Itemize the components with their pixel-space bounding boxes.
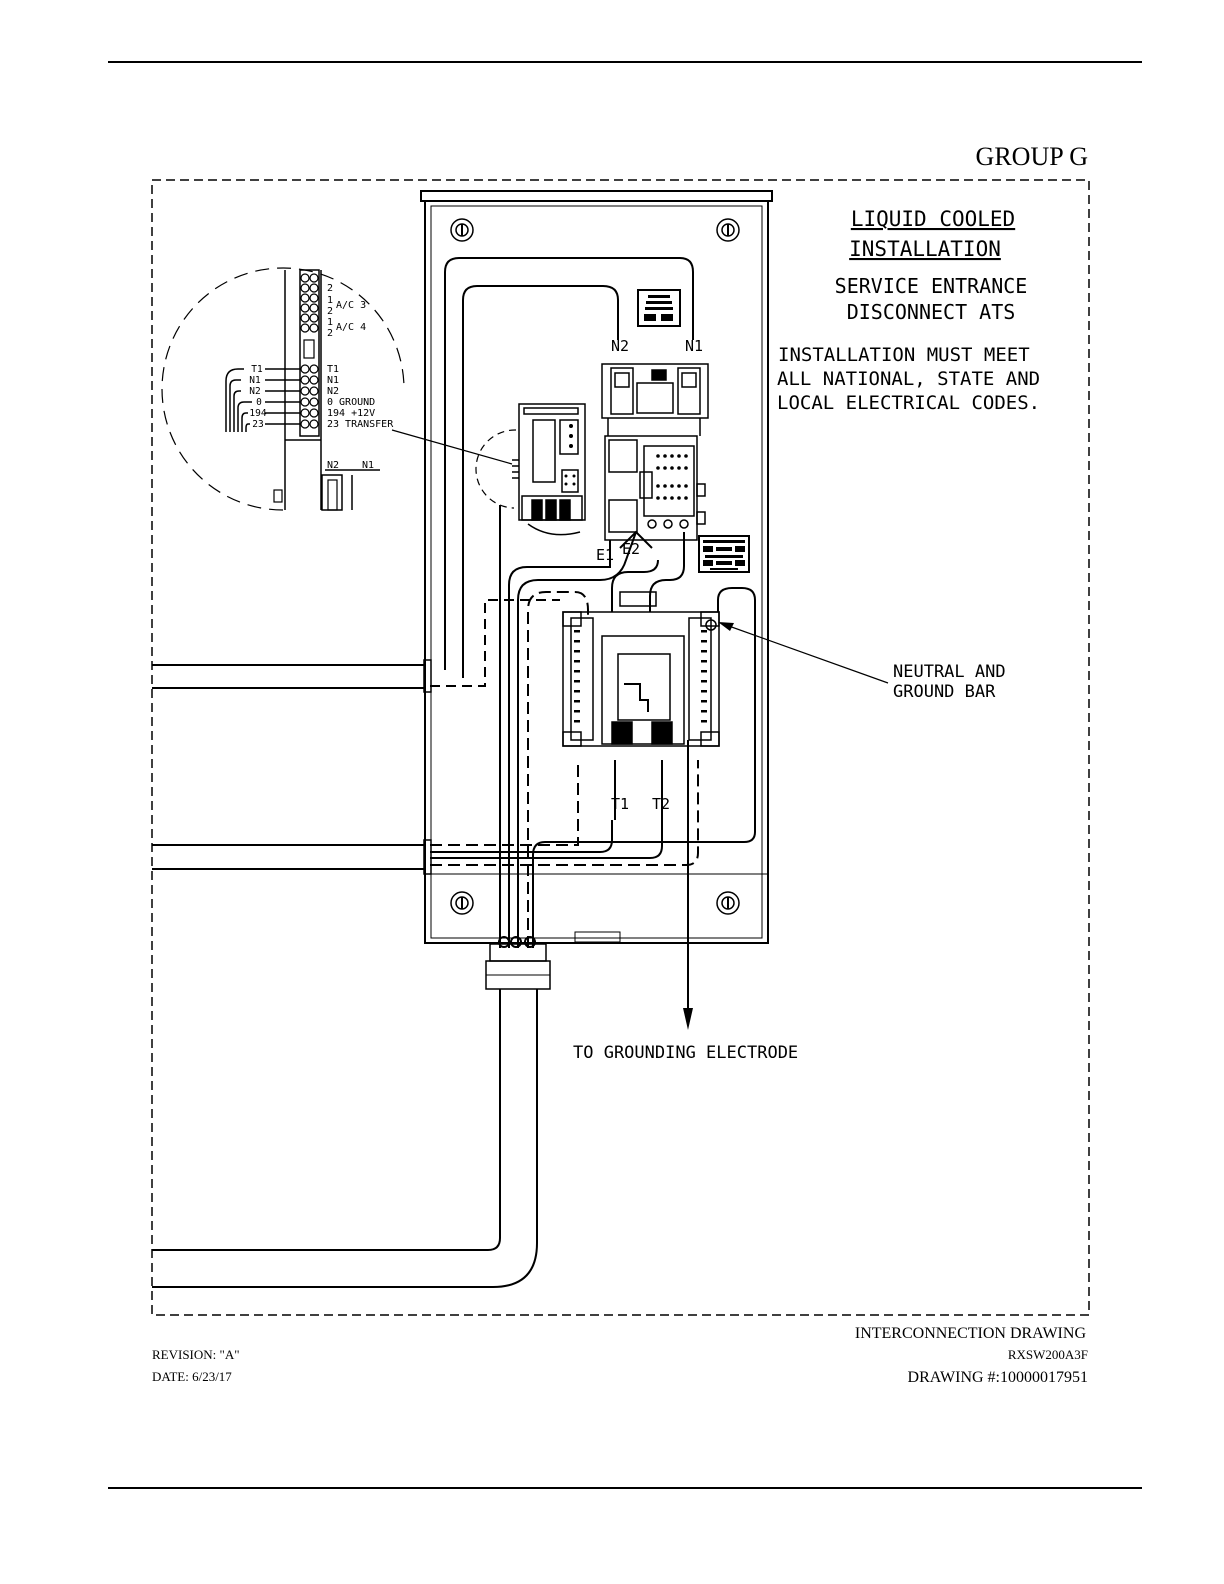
svg-text:194: 194 xyxy=(249,408,266,419)
mounting-screw-icon xyxy=(716,891,740,915)
svg-text:23 TRANSFER: 23 TRANSFER xyxy=(327,419,394,430)
svg-text:N1: N1 xyxy=(362,460,374,471)
disconnect-ats-label: DISCONNECT ATS xyxy=(847,300,1016,324)
left-conduits xyxy=(152,659,432,875)
ats-enclosure xyxy=(420,190,773,944)
svg-text:2: 2 xyxy=(327,328,333,339)
neutral-callout-arrowhead xyxy=(718,622,734,631)
controller-board xyxy=(512,403,586,536)
bottom-conduit-fitting xyxy=(152,936,551,1288)
conductor-wires xyxy=(430,257,756,948)
revision-label: REVISION: "A" xyxy=(152,1347,240,1362)
svg-text:N2: N2 xyxy=(327,460,339,471)
neutral-callout-leader xyxy=(725,624,889,684)
mounting-screw-icon xyxy=(716,218,740,242)
load-center-terminals xyxy=(574,630,707,723)
group-title: GROUP G xyxy=(976,142,1088,171)
n1-label: N1 xyxy=(685,337,703,355)
dashed-frame xyxy=(151,179,1090,1316)
code-note-line-2: ALL NATIONAL, STATE AND xyxy=(777,368,1040,390)
svg-text:0 GROUND: 0 GROUND xyxy=(327,397,375,408)
grounding-arrow-icon xyxy=(683,1008,693,1030)
transfer-switch-dots xyxy=(656,454,688,500)
svg-text:N2: N2 xyxy=(327,386,339,397)
svg-text:N2: N2 xyxy=(249,386,260,397)
controller-board-dots xyxy=(564,424,576,486)
drawing-number: DRAWING #:10000017951 xyxy=(908,1369,1088,1386)
svg-text:1: 1 xyxy=(327,295,333,306)
svg-text:N1: N1 xyxy=(327,375,339,386)
transfer-relay xyxy=(601,363,709,436)
grounding-electrode-label: TO GROUNDING ELECTRODE xyxy=(573,1043,798,1063)
detail-callout-leader xyxy=(391,429,513,465)
neutral-ground-bar-label: NEUTRAL AND xyxy=(893,662,1006,682)
code-note-line-3: LOCAL ELECTRICAL CODES. xyxy=(777,392,1040,414)
detail-inset-terminals xyxy=(300,273,319,429)
svg-text:1: 1 xyxy=(327,317,333,328)
e2-label: E2 xyxy=(622,540,640,558)
e1-label: E1 xyxy=(596,546,614,564)
svg-text:N1: N1 xyxy=(249,375,261,386)
neutral-ground-bar-label-2: GROUND BAR xyxy=(893,682,996,702)
svg-text:2: 2 xyxy=(327,306,333,317)
t2-label: T2 xyxy=(652,795,670,813)
load-center xyxy=(562,532,720,747)
installation-type-title: LIQUID COOLED xyxy=(851,207,1015,231)
ac3-label: A/C 3 xyxy=(336,300,366,311)
detail-inset-wire-labels: T1 N1 N2 0 194 23 xyxy=(249,364,267,430)
service-entrance-label: SERVICE ENTRANCE xyxy=(835,274,1028,298)
model-number: RXSW200A3F xyxy=(1008,1347,1088,1362)
svg-text:23: 23 xyxy=(252,419,263,430)
svg-text:T1: T1 xyxy=(327,364,339,375)
ac4-label: A/C 4 xyxy=(336,322,366,333)
transfer-switch xyxy=(604,435,706,549)
t1-label: T1 xyxy=(611,795,629,813)
svg-text:2: 2 xyxy=(327,283,333,294)
detail-inset-b-labels: T1 N1 N2 0 GROUND 194 +12V 23 TRANSFER N… xyxy=(327,364,394,471)
code-note-line-1: INSTALLATION MUST MEET xyxy=(778,344,1030,366)
installation-type-title-2: INSTALLATION xyxy=(849,237,1001,261)
switch-label-plate xyxy=(698,535,750,573)
n2-label: N2 xyxy=(611,337,629,355)
ground-bar-lug-icon xyxy=(705,619,717,631)
relay-label-plate xyxy=(637,289,681,327)
detail-inset xyxy=(161,267,405,511)
svg-text:194 +12V: 194 +12V xyxy=(327,408,375,419)
detail-inset-a-labels: 2 1 2 1 2 A/C 3 A/C 4 xyxy=(327,283,366,339)
drawing-title: INTERCONNECTION DRAWING xyxy=(855,1325,1087,1342)
board-detail-callout-circle xyxy=(475,429,517,509)
svg-text:T1: T1 xyxy=(251,364,263,375)
mounting-screw-icon xyxy=(450,218,474,242)
mounting-screw-icon xyxy=(450,891,474,915)
date-label: DATE: 6/23/17 xyxy=(152,1369,232,1384)
detail-inset-wires xyxy=(225,368,300,432)
svg-text:0: 0 xyxy=(256,397,262,408)
